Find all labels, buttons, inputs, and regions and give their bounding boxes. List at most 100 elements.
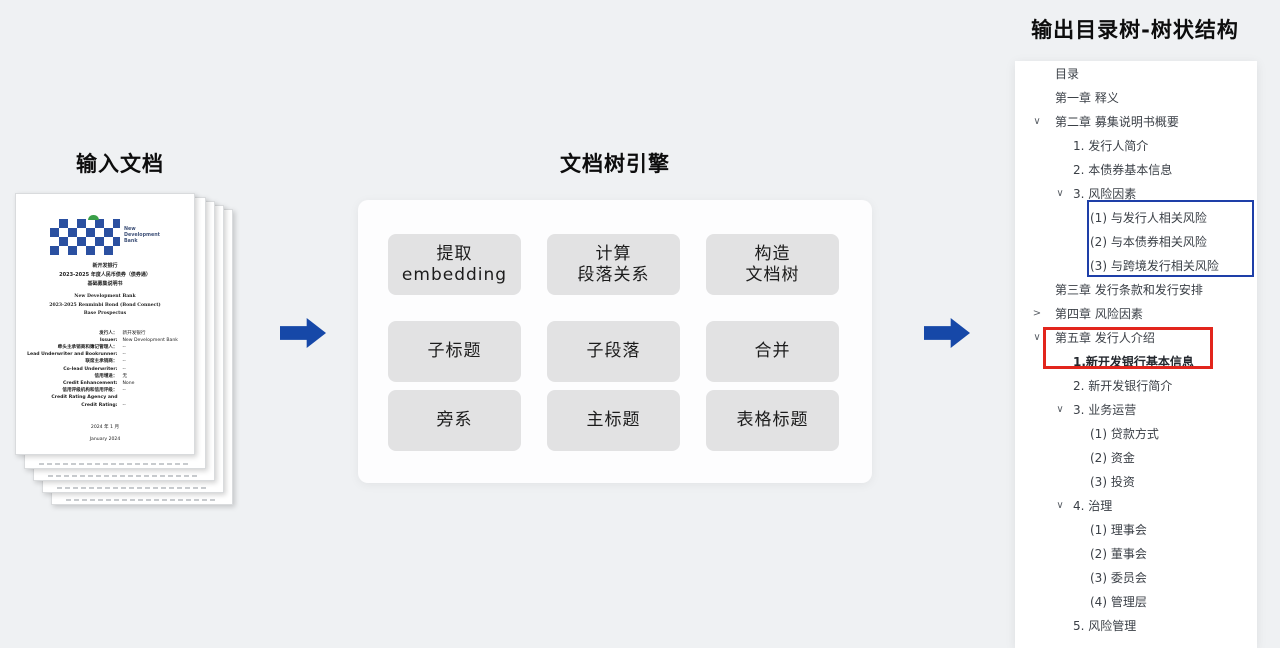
doc-field-label: Credit Rating Agency and [51,395,118,401]
tree-item[interactable]: 第三章 发行条款和发行安排 [1015,278,1257,302]
tree-item[interactable]: (4) 管理层 [1015,590,1257,614]
tree-item-label: (2) 董事会 [1090,547,1147,561]
tree-item[interactable]: (2) 资金 [1015,446,1257,470]
page-footer-text [48,474,200,477]
tree-item[interactable]: (1) 理事会 [1015,518,1257,542]
tree-item-label: (3) 委员会 [1090,571,1147,585]
tree-item[interactable]: ∨ 3. 业务运营 [1015,398,1257,422]
doc-title-zh: 新开发银行 2023-2025 年度人民币债券（债券通） 基础募集说明书 [16,262,194,289]
tree-item-label: 3. 风险因素 [1073,187,1137,201]
tree-item-label: 1.新开发银行基本信息 [1073,355,1194,369]
tree-item[interactable]: (2) 与本债券相关风险 [1015,230,1257,254]
tree-item-label: (2) 与本债券相关风险 [1090,235,1207,249]
doc-field-label: Co-lead Underwriter: [63,366,118,372]
tree-item[interactable]: ∨第五章 发行人介绍 [1015,326,1257,350]
doc-field-value: -- [122,388,126,394]
doc-field-label: Credit Enhancement: [62,380,118,386]
tree-item[interactable]: ∨ 第二章 募集说明书概要 [1015,110,1257,134]
tree-item-label: 第四章 风险因素 [1055,307,1143,321]
doc-field-label: 牵头主承销商和簿记管理人： [57,344,118,350]
tree-item-label: 第二章 募集说明书概要 [1055,115,1179,129]
doc-title-line: Base Prospectus [83,311,127,316]
prospectus-cover-page: New Development Bank 新开发银行 2023-2025 年度人民… [15,193,195,455]
engine-box: 合并 [706,321,839,382]
doc-title-line: 2023-2025 Renminbi Bond (Bond Connect) [49,302,161,308]
doc-date: 2024 年 1 月 January 2024 [16,422,194,446]
tree-item-label: (2) 资金 [1090,451,1135,465]
chevron-down-icon[interactable]: ∨ [1056,188,1064,199]
doc-field-value: New Development Bank [122,337,178,343]
doc-field-value: -- [122,402,126,408]
tree-item-label: (3) 与跨境发行相关风险 [1090,259,1219,273]
tree-item-label: 3. 业务运营 [1073,403,1137,417]
doc-field-value [123,394,185,401]
engine-box-label: 子段落 [586,341,641,361]
tree-item[interactable]: > 第四章 风险因素 [1015,302,1257,326]
doc-field-value: -- [122,359,126,365]
tree-item[interactable]: (1) 与发行人相关风险 [1015,206,1257,230]
tree-item[interactable]: 1. 发行人简介 [1015,134,1257,158]
ndb-logo: New Development Bank [16,215,194,255]
engine-box-label: 计算 [595,243,632,264]
doc-field-label: 信用评级机构和信用评级： [62,388,118,394]
doc-title-line: New Development Bank [74,294,136,299]
tree-item-label: (1) 贷款方式 [1090,427,1159,441]
page-footer-text [57,486,209,489]
tree-item[interactable]: 2. 本债券基本信息 [1015,158,1257,182]
engine-box: 表格标题 [706,390,839,451]
doc-title-line: 基础募集说明书 [87,281,123,287]
tree-item-label: 目录 [1055,67,1080,81]
engine-section-title: 文档树引擎 [560,152,670,176]
doc-field-value: -- [122,366,126,372]
chevron-down-icon[interactable]: ∨ [1056,404,1064,415]
tree-item-label: (3) 投资 [1090,475,1135,489]
tree-item-label: (1) 与发行人相关风险 [1090,211,1207,225]
ndb-checkerboard-icon [50,219,121,255]
doc-date-en: January 2024 [89,436,121,442]
tree-item[interactable]: (3) 委员会 [1015,566,1257,590]
tree-item[interactable]: ∨4. 治理 [1015,494,1257,518]
tree-item[interactable]: (3) 与跨境发行相关风险 [1015,254,1257,278]
doc-field-label: Credit Rating: [81,402,118,408]
engine-box-label: 文档树 [745,264,800,285]
ndb-logo-text: New Development Bank [124,227,160,244]
doc-title-line: 2023-2025 年度人民币债券（债券通） [59,272,151,278]
tree-item[interactable]: 1.新开发银行基本信息 [1015,350,1257,374]
doc-field-label: Lead Underwriter and Bookrunner: [27,352,118,358]
tree-item[interactable]: (2) 董事会 [1015,542,1257,566]
engine-box: 计算段落关系 [547,234,680,295]
tree-item-label: 2. 本债券基本信息 [1073,163,1173,177]
tree-item[interactable]: 2. 新开发银行简介 [1015,374,1257,398]
engine-box-label: 子标题 [427,341,482,361]
chevron-down-icon[interactable]: ∨ [1033,332,1041,343]
input-section-title: 输入文档 [76,152,164,176]
doc-field-value: None [122,380,135,386]
tree-item[interactable]: 5. 风险管理 [1015,614,1257,638]
chevron-right-icon[interactable]: > [1032,308,1042,319]
engine-box-label: 提取 [436,243,473,264]
chevron-down-icon[interactable]: ∨ [1033,116,1041,127]
tree-item[interactable]: (3) 投资 [1015,470,1257,494]
tree-item-label: (4) 管理层 [1090,595,1147,609]
tree-item-label: 第一章 释义 [1055,91,1119,105]
engine-box-label: 构造 [754,243,791,264]
doc-field-value: 无 [122,373,128,379]
engine-box: 主标题 [547,390,680,451]
tree-item[interactable]: (1) 贷款方式 [1015,422,1257,446]
tree-item[interactable]: ∨ 3. 风险因素 [1015,182,1257,206]
doc-field-value: 新开发银行 [122,330,146,336]
engine-box-label: 表格标题 [736,410,809,430]
engine-box-label: 旁系 [436,410,473,430]
chevron-down-icon[interactable]: ∨ [1056,500,1064,511]
engine-row: 子标题 子段落 合并 [358,295,872,382]
tree-item[interactable]: 第一章 释义 [1015,86,1257,110]
doc-title-line: 新开发银行 [92,263,118,269]
doc-field-label: 发行人： [99,330,118,336]
flow-arrow-icon [280,318,326,348]
engine-box-label: 段落关系 [577,264,650,285]
doc-field-value: -- [122,352,126,358]
tree-item[interactable]: 目录 [1015,62,1257,86]
